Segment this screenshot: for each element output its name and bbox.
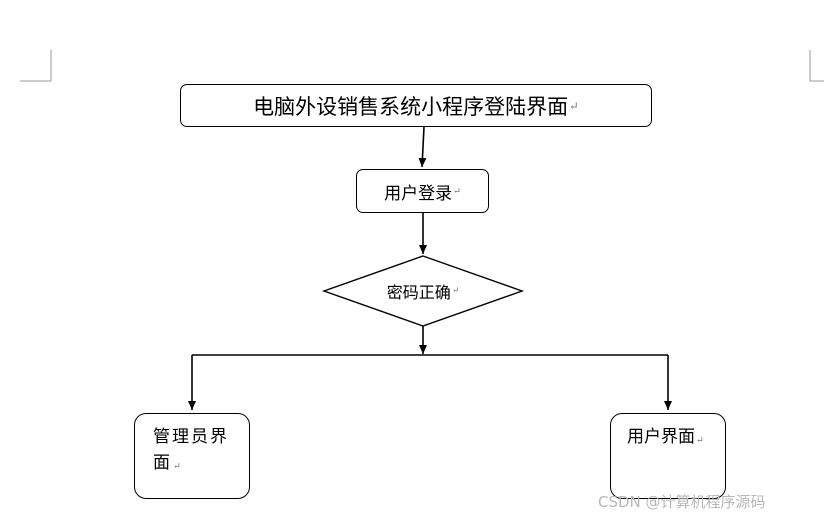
admin-node: 管理员界面↵ bbox=[134, 413, 250, 499]
page-corner-marks bbox=[20, 50, 824, 82]
paragraph-mark: ↵ bbox=[696, 434, 704, 446]
title-node: 电脑外设销售系统小程序登陆界面↵ bbox=[180, 84, 652, 127]
crop-mark-right bbox=[809, 50, 824, 82]
paragraph-mark: ↵ bbox=[451, 286, 460, 296]
paragraph-mark: ↵ bbox=[453, 185, 461, 197]
crop-mark-left bbox=[20, 50, 52, 82]
user-node: 用户界面↵ bbox=[610, 413, 726, 499]
decision-diamond bbox=[321, 255, 525, 327]
csdn-watermark: CSDN @计算机程序源码 bbox=[598, 493, 766, 511]
login-node-label: 用户登录 bbox=[384, 183, 453, 204]
paragraph-mark: ↵ bbox=[569, 98, 579, 113]
admin-node-label: 管理员界面 bbox=[153, 427, 229, 473]
paragraph-mark: ↵ bbox=[173, 460, 183, 472]
arrow-title-to-login bbox=[418, 126, 427, 168]
title-node-label: 电脑外设销售系统小程序登陆界面 bbox=[253, 94, 569, 119]
decision-node-label: 密码正确 bbox=[386, 283, 451, 302]
user-node-label: 用户界面 bbox=[627, 427, 695, 447]
decision-node: 密码正确↵ bbox=[324, 256, 522, 326]
login-node: 用户登录↵ bbox=[356, 169, 489, 213]
